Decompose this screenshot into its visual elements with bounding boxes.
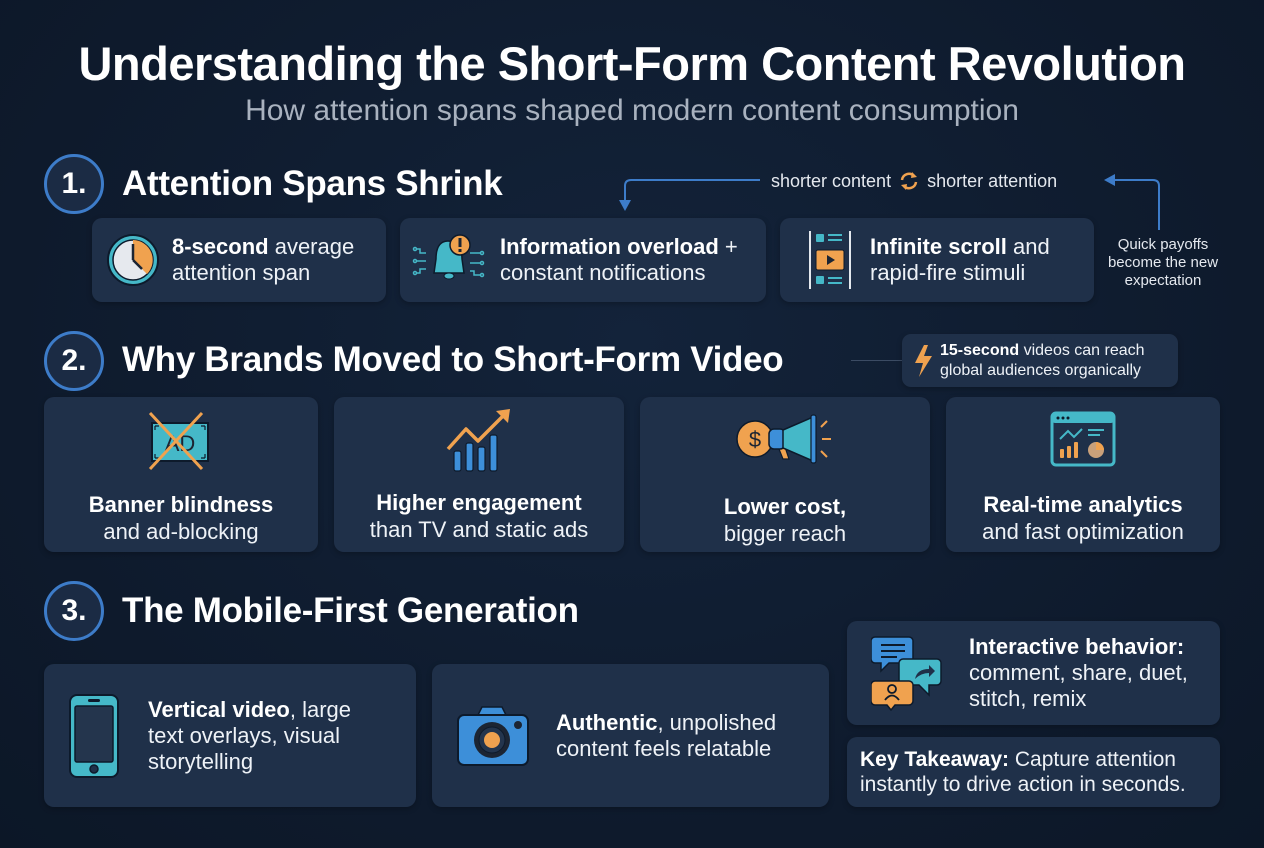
card-rest: +	[718, 234, 738, 259]
callout-text: 15-second videos can reach global audien…	[940, 341, 1145, 381]
takeaway-rest: Capture attention	[1009, 748, 1176, 771]
key-takeaway-card: Key Takeaway: Capture attention instantl…	[847, 737, 1220, 807]
section-2-title: Why Brands Moved to Short-Form Video	[122, 340, 784, 379]
card-text: Information overload + constant notifica…	[500, 234, 738, 286]
card-text: 8-second average attention span	[172, 234, 354, 286]
card-bold: Vertical video	[148, 696, 290, 722]
card-rest: average	[268, 234, 355, 259]
camera-icon	[457, 705, 529, 766]
svg-text:$: $	[749, 427, 761, 452]
section-3-title: The Mobile-First Generation	[122, 591, 579, 630]
card-normal: and fast optimization	[982, 519, 1184, 544]
callout-bold: 15-second	[940, 341, 1020, 359]
chat-share-icon	[871, 636, 942, 711]
takeaway-text: Key Takeaway: Capture attention instantl…	[860, 747, 1220, 797]
section-3-number: 3.	[61, 594, 87, 627]
card-banner-blindness: AD Banner blindness and ad-blocking	[44, 397, 318, 552]
card-rest: and	[1006, 234, 1050, 259]
card-text: Higher engagement than TV and static ads	[370, 489, 589, 543]
card-higher-engagement: Higher engagement than TV and static ads	[334, 397, 624, 552]
takeaway-bold: Key Takeaway:	[860, 748, 1010, 771]
card-interactive-behavior: Interactive behavior: comment, share, du…	[847, 621, 1220, 725]
card-bold: Interactive behavior:	[969, 634, 1185, 659]
smartphone-icon	[69, 693, 119, 778]
card-strong: Lower cost,	[723, 494, 847, 519]
card-lower-cost: $ Lower cost, bigger reach	[640, 397, 930, 552]
section-1-number: 1.	[61, 167, 87, 200]
clock-icon	[107, 234, 159, 286]
callout-line2: global audiences organically	[940, 361, 1142, 379]
card-line2: content feels relatable	[556, 735, 772, 761]
card-bold: Infinite scroll	[870, 234, 1007, 259]
ad-blocked-icon: AD	[148, 411, 209, 471]
card-strong: Banner blindness	[88, 492, 274, 517]
card-text: Banner blindness and ad-blocking	[89, 491, 274, 545]
card-real-time-analytics: Real-time analytics and fast optimizatio…	[946, 397, 1220, 552]
note-line: expectation	[1124, 272, 1202, 289]
analytics-dashboard-icon	[1050, 411, 1116, 467]
card-text: Infinite scroll and rapid-fire stimuli	[870, 234, 1050, 286]
card-strong: Real-time analytics	[983, 492, 1183, 517]
lightning-icon	[915, 344, 932, 377]
card-text: Interactive behavior: comment, share, du…	[969, 634, 1188, 712]
card-line2: attention span	[172, 260, 311, 285]
card-rest: , large	[289, 696, 352, 722]
loop-right-text: shorter attention	[927, 170, 1058, 191]
card-bold: Information overload	[500, 234, 719, 259]
card-infinite-scroll: Infinite scroll and rapid-fire stimuli	[780, 218, 1094, 302]
card-line2: text overlays, visual	[148, 722, 340, 748]
quick-payoffs-note: Quick payoffs become the new expectation	[1100, 236, 1226, 290]
card-line2: comment, share, duet,	[969, 660, 1188, 685]
callout-15-second: 15-second videos can reach global audien…	[902, 334, 1178, 387]
bell-alert-icon	[412, 234, 485, 280]
section-1-title: Attention Spans Shrink	[122, 164, 503, 203]
card-normal: and ad-blocking	[103, 519, 259, 544]
card-normal: bigger reach	[723, 521, 847, 546]
page-title: Understanding the Short-Form Content Rev…	[78, 37, 1186, 90]
card-bold: Authentic	[556, 709, 658, 735]
money-megaphone-icon: $	[736, 414, 831, 464]
growth-chart-icon	[446, 409, 510, 472]
card-text: Lower cost, bigger reach	[724, 493, 846, 547]
note-line: become the new	[1107, 254, 1219, 271]
callout-rest: videos can reach	[1019, 341, 1145, 359]
card-text: Authentic, unpolished content feels rela…	[556, 710, 776, 762]
card-text: Vertical video, large text overlays, vis…	[148, 697, 351, 775]
takeaway-line2: instantly to drive action in seconds.	[860, 773, 1186, 796]
callout-connector-line	[851, 360, 903, 361]
card-text: Real-time analytics and fast optimizatio…	[982, 491, 1184, 545]
card-line2: rapid-fire stimuli	[870, 260, 1026, 285]
card-8-second-attention: 8-second average attention span	[92, 218, 386, 302]
feedback-loop-arrows	[619, 174, 1160, 230]
loop-left-text: shorter content	[771, 170, 892, 191]
section-2-number-badge: 2.	[44, 331, 104, 391]
feedback-loop-label: shorter content shorter attention	[771, 170, 1057, 192]
card-authentic-content: Authentic, unpolished content feels rela…	[432, 664, 829, 807]
card-strong: Higher engagement	[376, 490, 582, 515]
section-1-number-badge: 1.	[44, 154, 104, 214]
note-line: Quick payoffs	[1117, 236, 1209, 253]
section-3-number-badge: 3.	[44, 581, 104, 641]
refresh-cycle-icon	[900, 172, 918, 190]
card-normal: than TV and static ads	[369, 517, 589, 542]
card-line2: constant notifications	[500, 260, 706, 285]
card-line3: storytelling	[148, 748, 254, 774]
card-vertical-video: Vertical video, large text overlays, vis…	[44, 664, 416, 807]
card-line3: stitch, remix	[969, 686, 1087, 711]
scroll-feed-icon	[809, 231, 851, 289]
card-information-overload: Information overload + constant notifica…	[400, 218, 766, 302]
card-rest: , unpolished	[657, 709, 777, 735]
page-subtitle: How attention spans shaped modern conten…	[245, 94, 1019, 127]
card-bold: 8-second	[172, 234, 269, 259]
section-2-number: 2.	[61, 344, 87, 377]
